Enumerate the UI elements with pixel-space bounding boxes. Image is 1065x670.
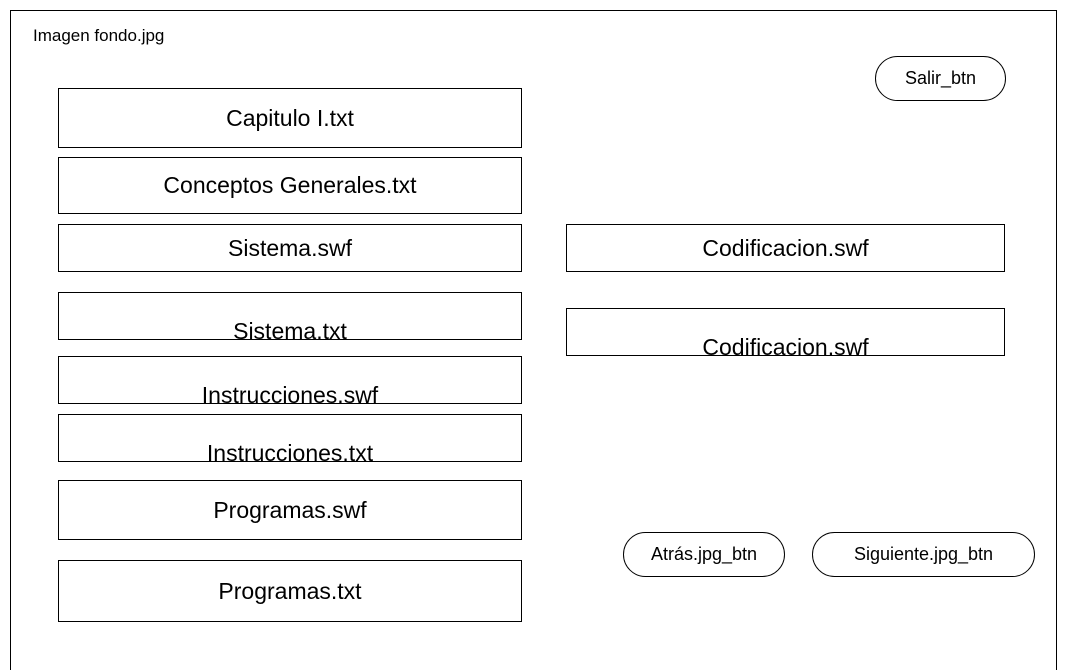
box-label: Instrucciones.swf (201, 382, 379, 408)
box-label: Programas.swf (213, 496, 367, 523)
box-label: Instrucciones.txt (206, 440, 374, 466)
box-instrucciones-swf[interactable]: Instrucciones.swf (58, 356, 522, 408)
box-programas-txt[interactable]: Programas.txt (58, 560, 522, 622)
box-instrucciones-txt[interactable]: Instrucciones.txt (58, 414, 522, 466)
box-label: Programas.txt (218, 577, 362, 604)
box-sistema-txt[interactable]: Sistema.txt (58, 292, 522, 344)
box-label: Sistema.swf (228, 234, 352, 261)
box-codificacion-swf-1[interactable]: Codificacion.swf (566, 224, 1005, 272)
next-button[interactable]: Siguiente.jpg_btn (812, 532, 1035, 577)
box-label: Conceptos Generales.txt (163, 172, 417, 198)
exit-button[interactable]: Salir_btn (875, 56, 1006, 101)
box-label: Codificacion.swf (702, 334, 869, 360)
box-codificacion-swf-2[interactable]: Codificacion.swf (566, 308, 1005, 360)
box-sistema-swf[interactable]: Sistema.swf (58, 224, 522, 272)
background-image-label: Imagen fondo.jpg (33, 26, 165, 45)
box-label: Codificacion.swf (702, 234, 869, 261)
box-capitulo-txt[interactable]: Capitulo I.txt (58, 88, 522, 148)
box-conceptos-txt[interactable]: Conceptos Generales.txt (58, 157, 522, 214)
screen-frame (10, 10, 1057, 670)
box-label: Capitulo I.txt (226, 104, 354, 131)
back-button[interactable]: Atrás.jpg_btn (623, 532, 785, 577)
box-programas-swf[interactable]: Programas.swf (58, 480, 522, 540)
box-label: Sistema.txt (233, 318, 347, 344)
